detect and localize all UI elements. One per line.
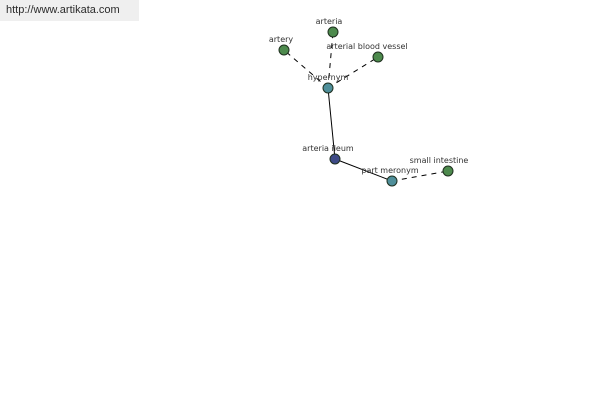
label-part-meronym: part meronym <box>361 166 418 175</box>
node-relation-part-meronym[interactable] <box>386 175 398 187</box>
edges-group <box>283 31 449 182</box>
node-center-arteria-ileum[interactable] <box>329 153 341 165</box>
label-small-intestine: small intestine <box>410 156 469 165</box>
label-artery: artery <box>269 35 294 44</box>
node-term-arterial-blood-vessel[interactable] <box>372 51 384 63</box>
node-relation-hypernym[interactable] <box>322 82 334 94</box>
source-url-banner: http://www.artikata.com <box>0 0 139 21</box>
edge-center-to-part-meronym <box>334 158 393 182</box>
label-hypernym: hypernym <box>308 73 349 82</box>
edge-hypernym-to-artery <box>283 49 329 89</box>
label-arteria-ileum: arteria ileum <box>302 144 354 153</box>
labels-group: arteria ileum hypernym part meronym arte… <box>269 17 469 175</box>
nodes-group <box>278 26 454 187</box>
label-arteria: arteria <box>316 17 343 26</box>
label-arterial-blood-vessel: arterial blood vessel <box>326 42 407 51</box>
node-term-arteria[interactable] <box>327 26 339 38</box>
edge-center-to-hypernym <box>327 87 336 160</box>
source-url-text: http://www.artikata.com <box>6 4 120 16</box>
node-term-artery[interactable] <box>278 44 290 56</box>
node-term-small-intestine[interactable] <box>442 165 454 177</box>
